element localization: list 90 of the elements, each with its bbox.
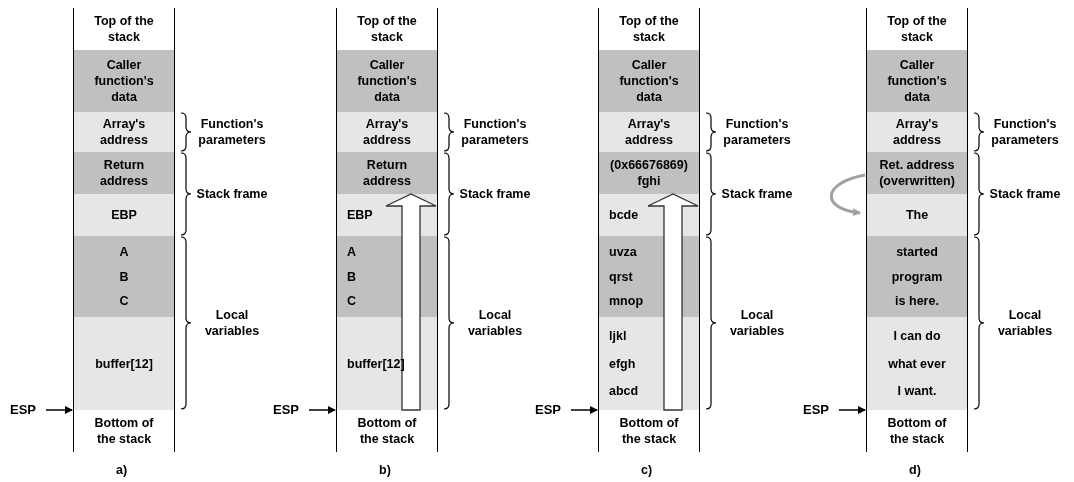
- slot-label: EBP: [111, 207, 137, 223]
- slot-label: Ret. address (overwritten): [878, 157, 956, 189]
- brace-label: Function's parameters: [460, 116, 530, 148]
- slot-label: bcde: [609, 207, 639, 223]
- slot-label: I want.: [897, 382, 937, 399]
- pointer-arrow: [308, 406, 336, 414]
- stack-slot: [867, 112, 967, 152]
- slot-label: Bottom of the stack: [356, 415, 418, 447]
- slot-label: Top of the stack: [93, 13, 155, 45]
- stack-slot: [599, 112, 699, 152]
- slot-label: uvza: [609, 244, 637, 261]
- brace-label: Local variables: [466, 307, 524, 339]
- stack-slot: [74, 112, 174, 152]
- brace-label: Function's parameters: [990, 116, 1060, 148]
- slot-label: (0x66676869): [610, 157, 688, 173]
- brace-label: Local variables: [996, 307, 1054, 339]
- slot-label: Caller function's data: [93, 57, 155, 105]
- register-label: ESP: [10, 402, 36, 418]
- panel-label: a): [116, 462, 128, 478]
- brace-label: Local variables: [728, 307, 786, 339]
- stack-slot: [74, 152, 174, 194]
- slot-label: Caller function's data: [886, 57, 948, 105]
- slot-label: Caller function's data: [356, 57, 418, 105]
- slot-label: Bottom of the stack: [886, 415, 948, 447]
- slot-label: Array's address: [362, 116, 412, 148]
- brace-label: Function's parameters: [722, 116, 792, 148]
- slot-label: mnop: [609, 292, 644, 309]
- hollow-arrow: [647, 193, 699, 411]
- slot-label: EBP: [347, 207, 373, 223]
- brace-label: Stack frame: [720, 186, 794, 202]
- slot-label: Top of the stack: [356, 13, 418, 45]
- slot-label: C: [347, 292, 357, 309]
- stack-slot: [74, 236, 174, 317]
- slot-label: qrst: [609, 268, 633, 285]
- slot-label: Array's address: [892, 116, 942, 148]
- slot-label: B: [347, 268, 357, 285]
- slot-label: what ever: [888, 355, 946, 372]
- slot-label: efgh: [609, 355, 636, 372]
- slot-label: Return address: [362, 157, 412, 189]
- slot-label: Bottom of the stack: [618, 415, 680, 447]
- stack-slot: [867, 194, 967, 236]
- register-label: ESP: [535, 402, 561, 418]
- pointer-arrow: [838, 406, 866, 414]
- slot-label: Top of the stack: [886, 13, 948, 45]
- stack-slot: [337, 50, 437, 112]
- slot-label: B: [119, 268, 129, 285]
- register-label: ESP: [803, 402, 829, 418]
- slot-label: fghi: [637, 173, 661, 189]
- slot-label: ljkl: [609, 328, 627, 345]
- stack-slot: [867, 50, 967, 112]
- stack-slot: [599, 50, 699, 112]
- stack-slot: [337, 112, 437, 152]
- stack-slot: [74, 317, 174, 410]
- stack-slot: [599, 152, 699, 194]
- brace-label: Stack frame: [458, 186, 532, 202]
- panel-label: b): [379, 462, 391, 478]
- slot-label: A: [119, 244, 129, 261]
- slot-label: Array's address: [624, 116, 674, 148]
- stack-slot: [867, 236, 967, 317]
- brace-label: Local variables: [203, 307, 261, 339]
- brace-label: Function's parameters: [197, 116, 267, 148]
- slot-label: buffer[12]: [95, 355, 153, 372]
- stack-slot: [337, 152, 437, 194]
- panel-label: c): [641, 462, 653, 478]
- stack-slot: [867, 152, 967, 194]
- panel-label: d): [909, 462, 921, 478]
- brace-label: Stack frame: [988, 186, 1062, 202]
- slot-label: program: [891, 268, 943, 285]
- pointer-arrow: [45, 406, 73, 414]
- slot-label: Top of the stack: [618, 13, 680, 45]
- slot-label: is here.: [895, 292, 939, 309]
- slot-label: buffer[12]: [347, 355, 405, 372]
- slot-label: Caller function's data: [618, 57, 680, 105]
- slot-label: I can do: [893, 328, 941, 345]
- slot-label: Bottom of the stack: [93, 415, 155, 447]
- slot-label: started: [896, 244, 938, 261]
- stack-slot: [74, 50, 174, 112]
- slot-label: C: [119, 292, 129, 309]
- stack-slot: [74, 194, 174, 236]
- stack-slot: [867, 317, 967, 410]
- slot-label: Return address: [99, 157, 149, 189]
- brace-label: Stack frame: [195, 186, 269, 202]
- register-label: ESP: [273, 402, 299, 418]
- slot-label: A: [347, 244, 357, 261]
- slot-label: Array's address: [99, 116, 149, 148]
- slot-label: abcd: [609, 382, 639, 399]
- curved-arrow: [830, 173, 866, 216]
- slot-label: The: [905, 207, 929, 223]
- hollow-arrow: [385, 193, 437, 411]
- pointer-arrow: [570, 406, 598, 414]
